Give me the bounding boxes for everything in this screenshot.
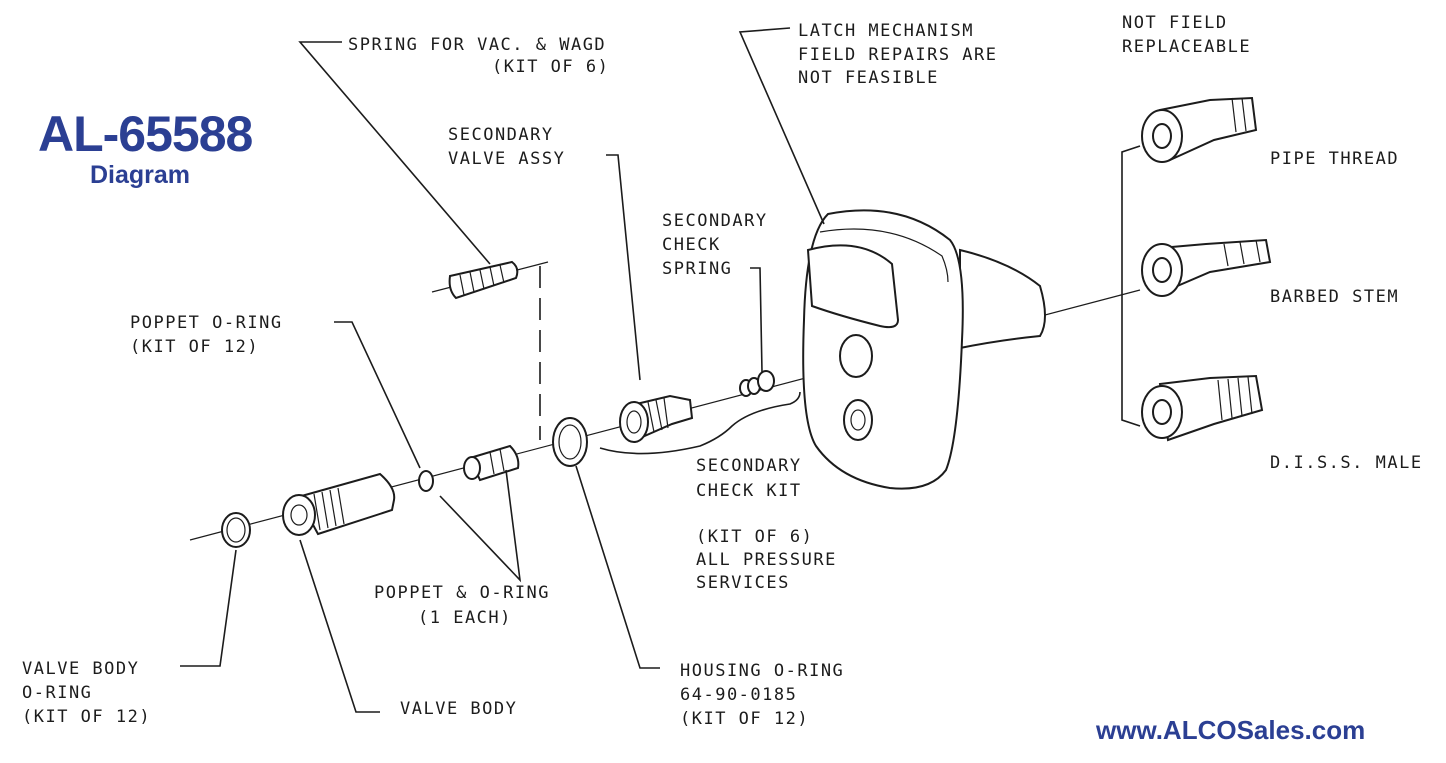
pipe-thread-label: PIPE THREAD [1270, 149, 1400, 169]
check-spring-label-line1: SECONDARY [662, 211, 768, 231]
pressure-kit-label-line3: SERVICES [696, 573, 790, 593]
housing-oring-label-line1: HOUSING O-RING [680, 661, 845, 681]
poppet-part [463, 444, 520, 482]
latch-housing-part [802, 209, 1046, 490]
poppet-and-oring-label-line2: (1 EACH) [418, 608, 512, 628]
secondary-valve-assy-part [619, 394, 694, 443]
poppet-oring-label-line2: (KIT OF 12) [130, 337, 260, 357]
valve-body-oring-part [221, 512, 251, 548]
diss-male-fitting [1141, 374, 1264, 442]
valve-body-label: VALVE BODY [400, 699, 518, 719]
pipe-thread-fitting [1141, 96, 1258, 163]
valve-body-oring-label-line3: (KIT OF 12) [22, 707, 152, 727]
housing-oring-label-line2: 64-90-0185 [680, 685, 798, 705]
housing-oring-part [552, 417, 588, 467]
check-kit-label-line2: CHECK KIT [696, 481, 802, 501]
latch-label-line1: LATCH MECHANISM [798, 21, 975, 41]
poppet-oring-part [418, 470, 434, 492]
poppet-oring-label-line1: POPPET O-RING [130, 313, 283, 333]
website-link[interactable]: www.ALCOSales.com [1096, 715, 1366, 745]
latch-label-line2: FIELD REPAIRS ARE [798, 45, 998, 65]
spring-label-line1: SPRING FOR VAC. & WAGD [348, 35, 607, 55]
vac-wagd-spring-part [431, 260, 549, 300]
housing-oring-label-line3: (KIT OF 12) [680, 709, 810, 729]
fittings-bracket [1121, 145, 1141, 427]
not-field-label-line2: REPLACEABLE [1122, 37, 1252, 57]
leader-lines [180, 27, 825, 713]
secondary-valve-label-line2: VALVE ASSY [448, 149, 566, 169]
check-spring-label-line2: CHECK [662, 235, 721, 255]
diss-male-label: D.I.S.S. MALE [1270, 453, 1423, 473]
poppet-and-oring-label-line1: POPPET & O-RING [374, 583, 551, 603]
secondary-valve-label-line1: SECONDARY [448, 125, 554, 145]
check-spring-label-line3: SPRING [662, 259, 733, 279]
valve-body-oring-label-line2: O-RING [22, 683, 93, 703]
barbed-stem-label: BARBED STEM [1270, 287, 1400, 307]
check-kit-label-line1: SECONDARY [696, 456, 802, 476]
pressure-kit-label-line2: ALL PRESSURE [696, 550, 837, 570]
valve-body-part [282, 472, 396, 536]
valve-body-oring-label-line1: VALVE BODY [22, 659, 140, 679]
spring-label-line2: (KIT OF 6) [492, 57, 610, 77]
diagram-subtitle: Diagram [90, 161, 191, 189]
secondary-check-spring-part [739, 370, 775, 397]
barbed-stem-fitting [1141, 238, 1272, 297]
not-field-label-line1: NOT FIELD [1122, 13, 1228, 33]
latch-label-line3: NOT FEASIBLE [798, 68, 939, 88]
pressure-kit-label-line1: (KIT OF 6) [696, 527, 814, 547]
product-code-title: AL-65588 [38, 106, 253, 162]
